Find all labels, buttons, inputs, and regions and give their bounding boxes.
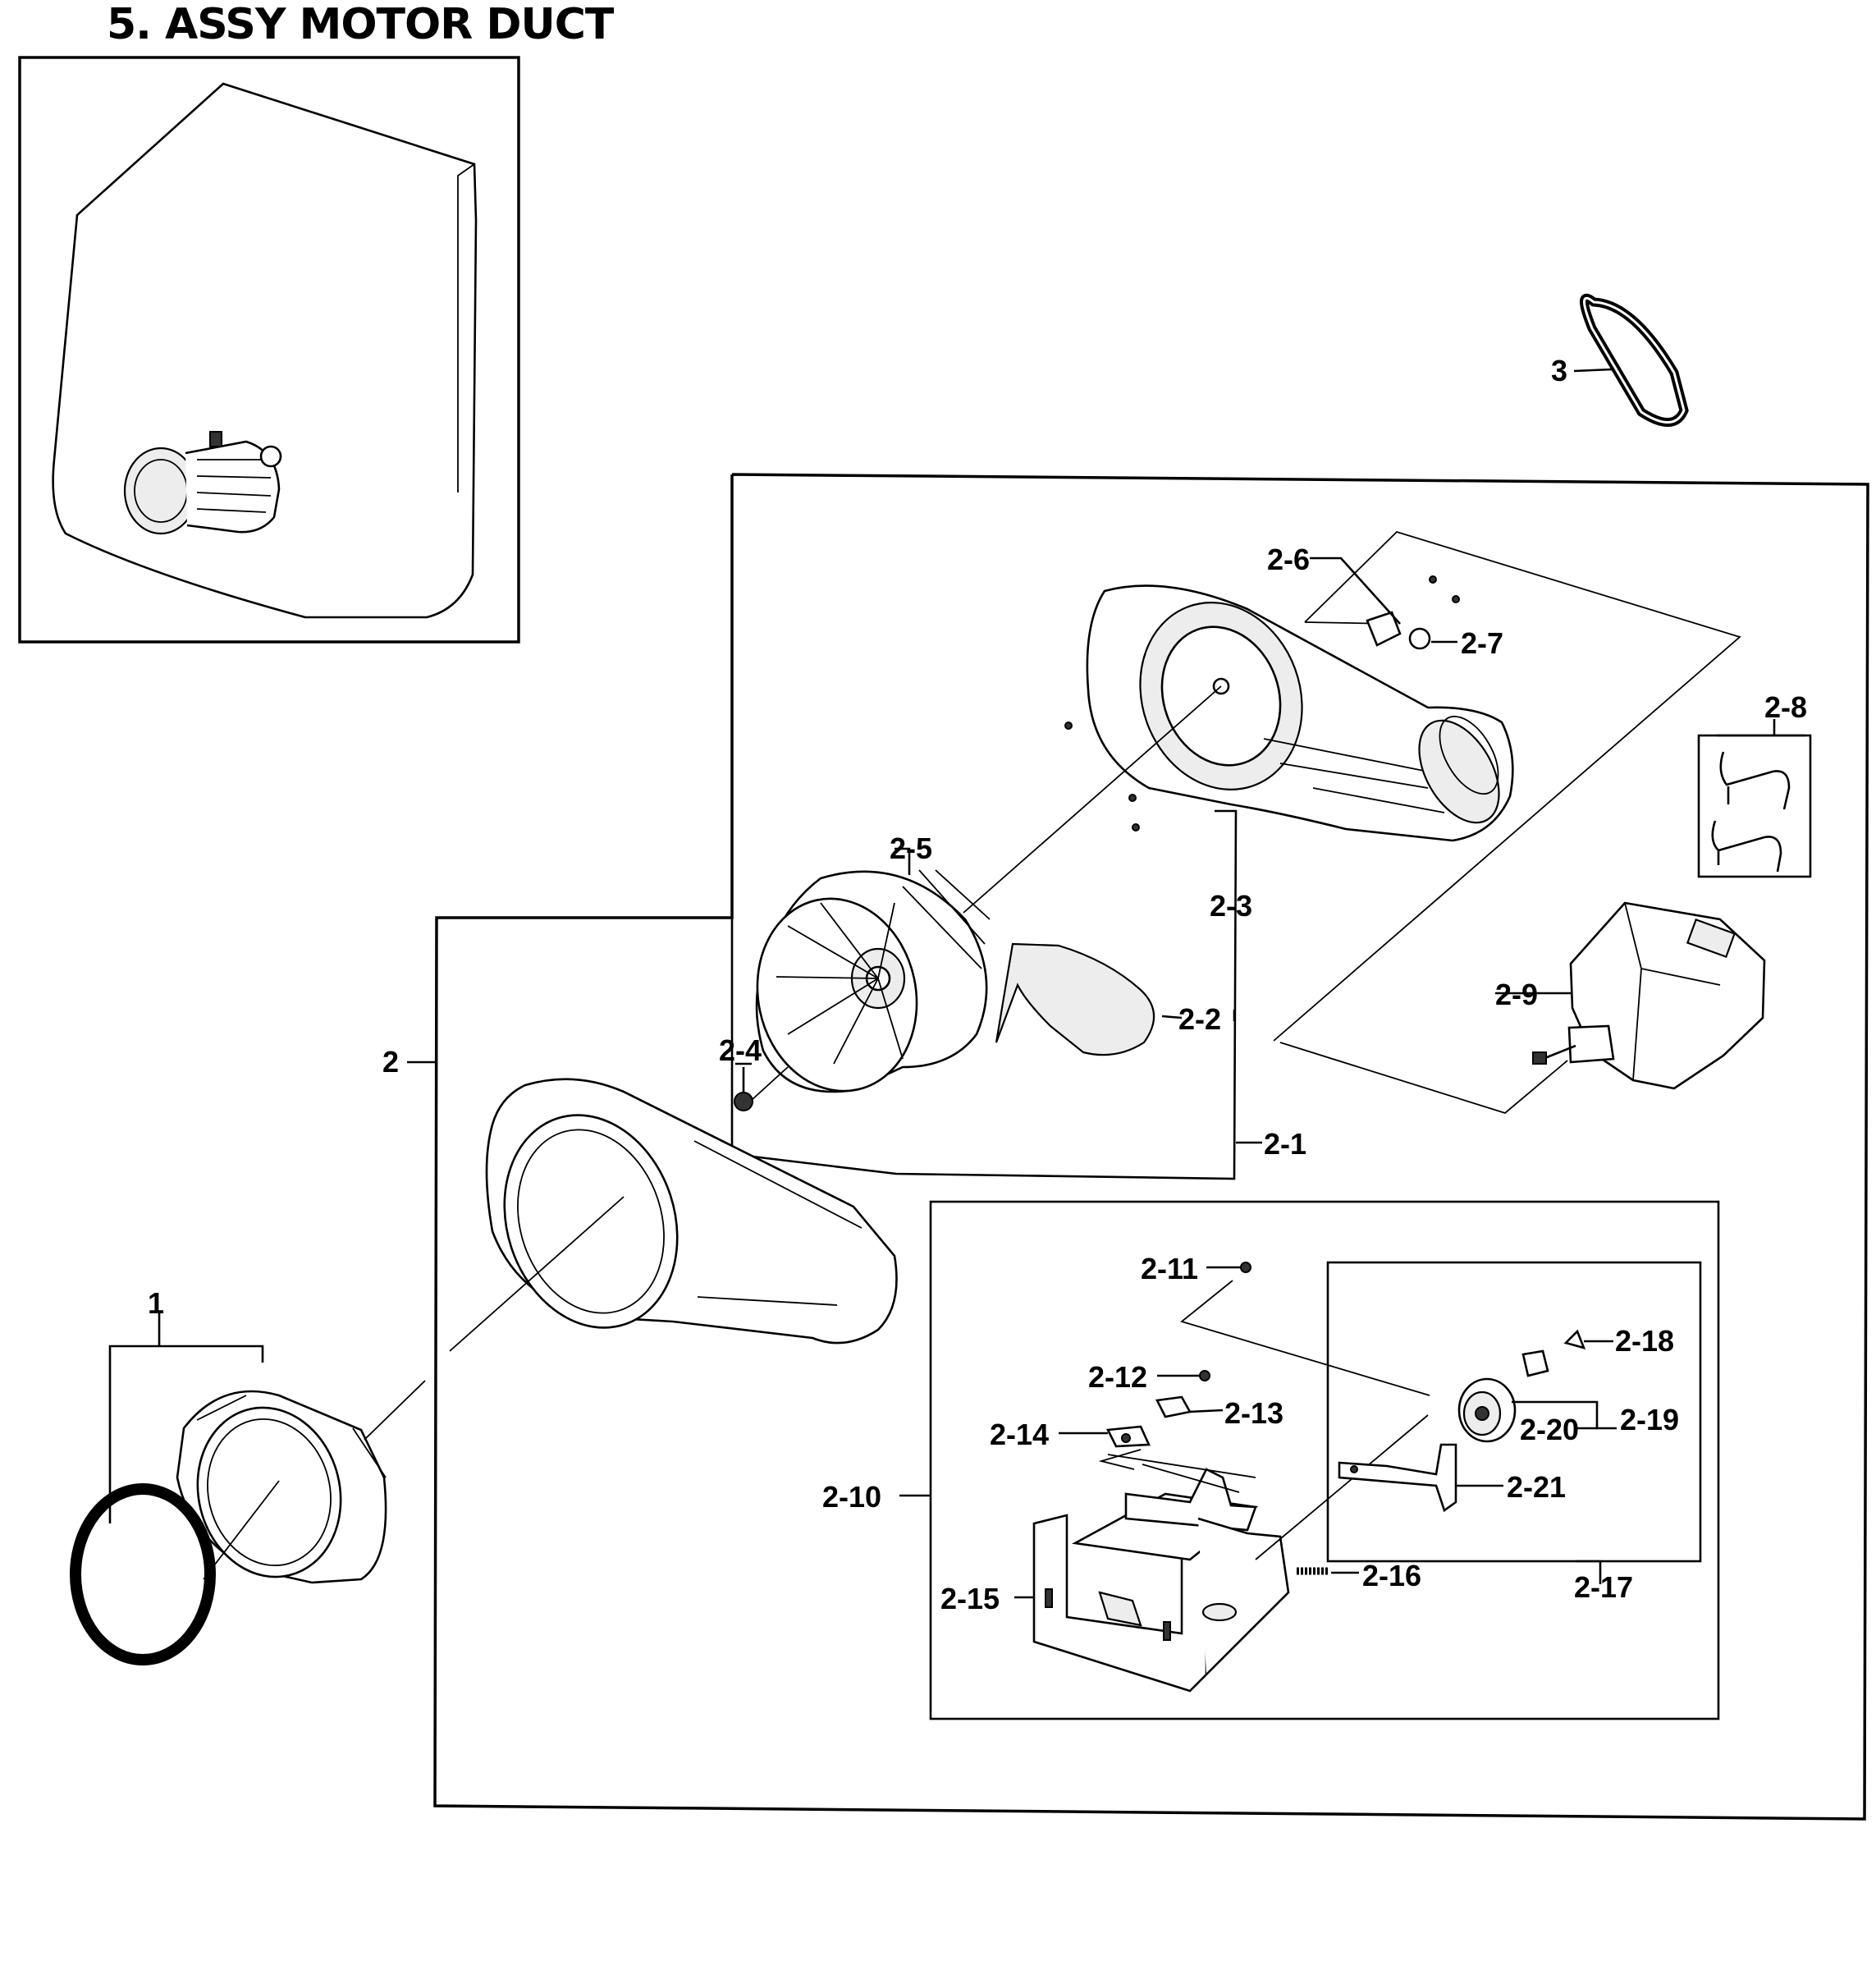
baffle-part-2-2	[995, 942, 1183, 1056]
label-2-20: 2-20	[1520, 1413, 1579, 1446]
label-2-16: 2-16	[1362, 1559, 1421, 1592]
bracket-part-2-6	[1310, 557, 1460, 647]
label-2-11: 2-11	[1141, 1252, 1198, 1285]
label-2-13: 2-13	[1224, 1396, 1283, 1430]
blower-wheel-part-2-5	[755, 847, 991, 1093]
label-2-4: 2-4	[719, 1033, 762, 1067]
belt-part-3	[1573, 293, 1689, 427]
clip-part-2-7	[1408, 627, 1457, 650]
label-2: 2	[382, 1045, 399, 1079]
spring-part-2-16	[1297, 1567, 1359, 1575]
label-3: 3	[1551, 354, 1567, 387]
screw-part-2-12	[1157, 1370, 1210, 1381]
label-2-10: 2-10	[822, 1480, 881, 1514]
idler-arm-part-2-21	[1338, 1443, 1503, 1513]
switch-part-2-13	[1155, 1395, 1224, 1418]
inset-dryer-view	[18, 56, 520, 644]
guide-lines-upper	[963, 530, 1741, 1115]
shaft-part	[1521, 1349, 1549, 1377]
callout-labels: 1 2 3 2-1 2-2 2-3 2-4 2-5 2-6 2-7 2-8 2-…	[148, 354, 1807, 1615]
label-2-1: 2-1	[1264, 1127, 1306, 1161]
switch-part-2-14	[1059, 1425, 1151, 1470]
screw-part-2-11	[1180, 1262, 1430, 1396]
inset-motor-duct-assembly	[123, 431, 282, 535]
frame-assembly-2-10	[899, 1200, 1720, 1720]
label-2-14: 2-14	[990, 1418, 1049, 1451]
label-2-17: 2-17	[1574, 1570, 1633, 1604]
label-2-21: 2-21	[1507, 1470, 1566, 1504]
inset-dryer-cabinet	[52, 82, 478, 619]
label-2-3: 2-3	[1210, 889, 1252, 923]
duct-housing-part-2-3	[1064, 584, 1514, 842]
label-2-9: 2-9	[1495, 978, 1538, 1011]
label-2-2: 2-2	[1178, 1002, 1221, 1036]
frame-assembly-2-1	[730, 809, 1262, 1180]
gasket-part-1	[70, 1483, 216, 1665]
label-2-12: 2-12	[1088, 1360, 1147, 1394]
label-2-6: 2-6	[1267, 543, 1310, 576]
label-1: 1	[148, 1286, 164, 1320]
label-2-18: 2-18	[1615, 1324, 1674, 1358]
label-2-7: 2-7	[1461, 626, 1503, 660]
frame-assembly-2-17	[1326, 1261, 1702, 1584]
label-2-5: 2-5	[890, 832, 932, 865]
label-2-15: 2-15	[940, 1582, 1000, 1615]
nut-part-2-4	[734, 1062, 789, 1111]
idler-pulley-part-2-20	[1457, 1377, 1617, 1443]
label-2-19: 2-19	[1620, 1403, 1679, 1436]
diagram-title: 5. ASSY MOTOR DUCT	[107, 0, 614, 49]
label-2-8: 2-8	[1764, 690, 1807, 724]
cap-part-2-18	[1563, 1329, 1613, 1349]
front-duct-housing	[449, 1078, 898, 1352]
motor-part-2-9	[1495, 901, 1766, 1090]
inlet-ring-part-1	[108, 1313, 426, 1584]
motor-mount-part-2-15	[1014, 1414, 1429, 1693]
clips-part-2-8	[1697, 719, 1812, 878]
